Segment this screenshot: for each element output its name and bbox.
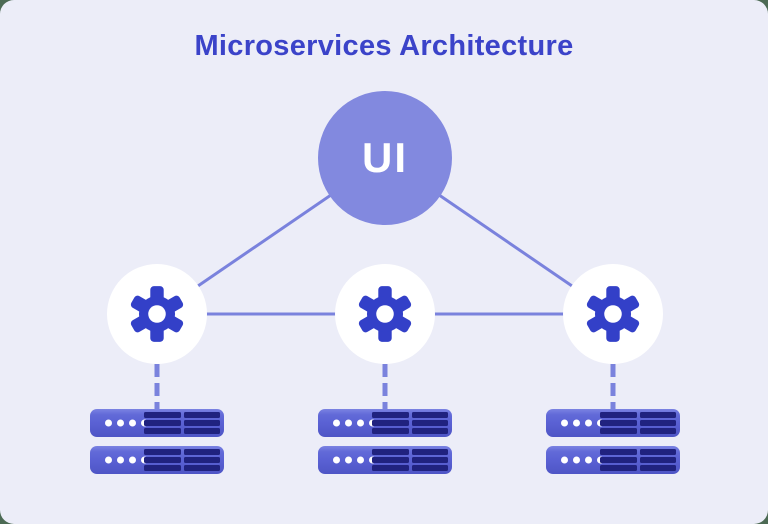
rack-led-dots <box>105 456 148 464</box>
ui-node-label: UI <box>362 134 408 181</box>
service-node-1 <box>107 264 207 364</box>
rack-led-dots <box>561 419 604 427</box>
rack-vent-slats <box>144 412 220 434</box>
datastore-group-2 <box>318 409 452 483</box>
rack-led-dots <box>561 456 604 464</box>
service-node-3 <box>563 264 663 364</box>
rack-vent-slats <box>600 449 676 471</box>
rack-vent-slats <box>600 412 676 434</box>
server-rack-icon <box>546 446 680 474</box>
server-rack-icon <box>90 446 224 474</box>
server-rack-icon <box>318 446 452 474</box>
rack-vent-slats <box>372 412 448 434</box>
server-rack-icon <box>546 409 680 437</box>
service-node-2 <box>335 264 435 364</box>
datastore-group-1 <box>90 409 224 483</box>
datastore-group-3 <box>546 409 680 483</box>
rack-led-dots <box>333 419 376 427</box>
page-title: Microservices Architecture <box>194 30 574 62</box>
gear-icon <box>358 286 412 342</box>
rack-vent-slats <box>372 449 448 471</box>
rack-led-dots <box>333 456 376 464</box>
server-rack-icon <box>318 409 452 437</box>
ui-node: UI <box>318 91 452 225</box>
rack-vent-slats <box>144 449 220 471</box>
gear-icon <box>586 286 640 342</box>
rack-led-dots <box>105 419 148 427</box>
gear-icon <box>130 286 184 342</box>
server-rack-icon <box>90 409 224 437</box>
